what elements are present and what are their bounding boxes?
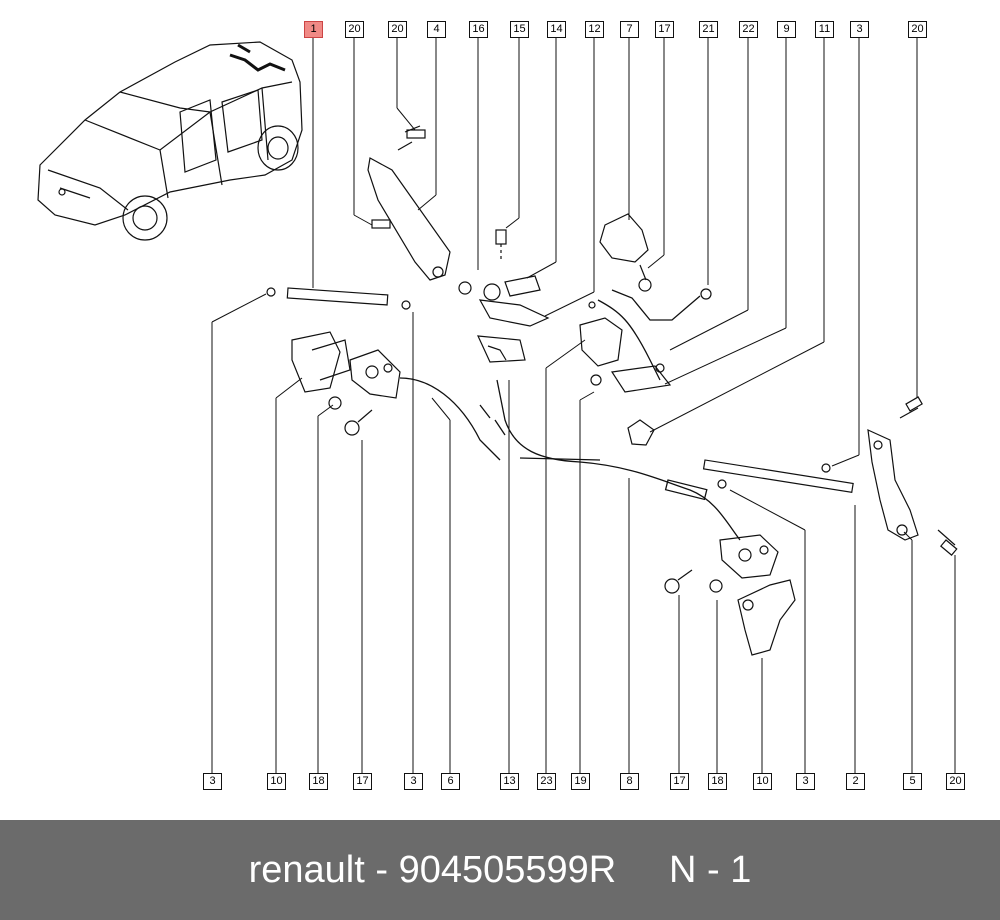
- footer-brand: renault: [248, 848, 365, 891]
- callout-6: 6: [441, 773, 460, 790]
- callout-3: 3: [850, 21, 869, 38]
- footer-part-number: 904505599R: [398, 848, 617, 891]
- callout-4: 4: [427, 21, 446, 38]
- callout-3: 3: [203, 773, 222, 790]
- vehicle-illustration: [37, 41, 303, 241]
- callout-17: 17: [670, 773, 689, 790]
- callout-9: 9: [777, 21, 796, 38]
- callout-5: 5: [903, 773, 922, 790]
- callout-3: 3: [796, 773, 815, 790]
- callout-11: 11: [815, 21, 834, 38]
- parts-diagram: [37, 38, 958, 773]
- callout-16: 16: [469, 21, 488, 38]
- callout-1: 1: [304, 21, 323, 38]
- callout-7: 7: [620, 21, 639, 38]
- callout-8: 8: [620, 773, 639, 790]
- footer-separator: -: [364, 848, 399, 891]
- callout-3: 3: [404, 773, 423, 790]
- callout-19: 19: [571, 773, 590, 790]
- callout-20: 20: [908, 21, 927, 38]
- callout-18: 18: [708, 773, 727, 790]
- callout-12: 12: [585, 21, 604, 38]
- callout-22: 22: [739, 21, 758, 38]
- callout-20: 20: [946, 773, 965, 790]
- callout-18: 18: [309, 773, 328, 790]
- footer-gap: [616, 849, 669, 892]
- callout-23: 23: [537, 773, 556, 790]
- hinge-left: [367, 125, 472, 295]
- callout-15: 15: [510, 21, 529, 38]
- footer-sheet: N - 1: [669, 848, 752, 891]
- callout-17: 17: [655, 21, 674, 38]
- callout-10: 10: [753, 773, 772, 790]
- callout-2: 2: [846, 773, 865, 790]
- callout-17: 17: [353, 773, 372, 790]
- callout-20: 20: [345, 21, 364, 38]
- callout-14: 14: [547, 21, 566, 38]
- footer-banner: renault - 904505599R N - 1: [0, 820, 1000, 920]
- callout-13: 13: [500, 773, 519, 790]
- callout-20: 20: [388, 21, 407, 38]
- callout-10: 10: [267, 773, 286, 790]
- callout-21: 21: [699, 21, 718, 38]
